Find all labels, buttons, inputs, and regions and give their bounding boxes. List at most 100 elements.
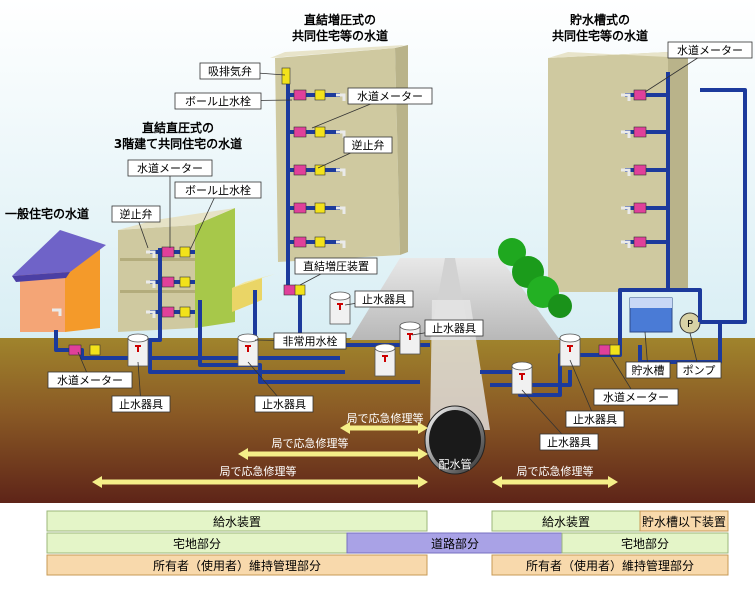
bar-road-text: 道路部分 — [431, 536, 479, 551]
pipe-segment — [54, 330, 340, 360]
meter-icon — [293, 236, 307, 248]
callout-stop-valve-3: 止水器具 — [111, 361, 171, 413]
repair-arrow-text: 局で応急修理等 — [347, 411, 424, 425]
callout-pump: ポンプ — [676, 332, 722, 379]
callout-meter-tank-bottom: 水道メーター — [593, 354, 679, 406]
faucet-icon — [146, 250, 156, 258]
bar-left-supply — [46, 510, 428, 532]
callout-emergency-hydrant: 非常用水栓 — [254, 332, 347, 350]
callout-water-tank: 貯水槽 — [625, 331, 671, 379]
callout-meter-house: 水道メーター — [47, 351, 133, 389]
meter-icon — [633, 164, 647, 176]
check-valve-icon — [314, 236, 326, 248]
meter-icon — [161, 306, 175, 318]
callout-labels: 吸排気弁ボール止水栓水道メーター逆止弁水道メーター水道メーターボール止水栓逆止弁… — [47, 41, 753, 451]
stop-valve-icon — [374, 343, 396, 377]
check-valve-icon — [314, 126, 326, 138]
faucet-icon — [621, 93, 631, 101]
callout-text: ポンプ — [683, 364, 716, 377]
faucet-icon — [52, 308, 62, 316]
check-valve-icon — [314, 202, 326, 214]
callout-stop-valve-1: 止水器具 — [344, 290, 414, 308]
air-valve-icon — [281, 67, 291, 85]
callout-text: 直結増圧装置 — [303, 259, 369, 273]
meter-icon — [161, 246, 175, 258]
stop-valve-icon — [559, 333, 581, 367]
callout-text: 止水器具 — [262, 398, 306, 411]
faucet-icon — [146, 280, 156, 288]
faucet-icon — [336, 206, 346, 214]
callout-text: 吸排気弁 — [208, 64, 252, 78]
repair-arrow: 局で応急修理等 — [238, 436, 428, 460]
repair-arrow: 局で応急修理等 — [92, 464, 428, 488]
callout-text: 逆止弁 — [120, 207, 153, 221]
bar-below-tank-text: 貯水槽以下装置 — [642, 515, 726, 529]
faucet-icon — [621, 206, 631, 214]
check-valve-icon — [89, 344, 101, 356]
faucet-icon — [621, 168, 631, 176]
main-pipe-label: 配水管 — [439, 457, 472, 471]
callout-booster-unit: 直結増圧装置 — [294, 257, 378, 286]
stop-valve-icon — [511, 361, 533, 395]
callout-stop-valve-5: 止水器具 — [565, 359, 625, 428]
callout-air-valve: 吸排気弁 — [199, 62, 286, 80]
pipes — [52, 67, 747, 397]
faucet-icon — [621, 240, 631, 248]
responsibility-bars: 給水装置 給水装置 貯水槽以下装置 宅地部分 道路部分 宅地部分 所有者（使用者… — [46, 510, 729, 576]
stop-valve-icon — [237, 333, 259, 367]
repair-arrow: 局で応急修理等 — [492, 464, 618, 488]
bar-below-tank — [639, 510, 729, 532]
bar-right-owner — [491, 554, 729, 576]
faucet-icon — [621, 130, 631, 138]
repair-arrows: 局で応急修理等局で応急修理等局で応急修理等局で応急修理等 — [92, 411, 618, 488]
title-booster-line1: 直結増圧式の — [304, 12, 376, 27]
check-valve-icon — [314, 89, 326, 101]
callout-text: 水道メーター — [57, 373, 123, 387]
stop-valve-icon — [329, 291, 351, 325]
meter-icon — [633, 202, 647, 214]
callout-text: 水道メーター — [137, 161, 203, 175]
faucet-icon — [336, 240, 346, 248]
check-valve-icon — [609, 344, 621, 356]
callout-stop-valve-4: 止水器具 — [247, 361, 314, 413]
callout-text: 水道メーター — [677, 43, 743, 57]
callout-text: 止水器具 — [119, 398, 163, 411]
callout-text: 止水器具 — [362, 293, 406, 306]
callout-check-valve-booster: 逆止弁 — [317, 136, 393, 169]
check-valve-icon — [179, 246, 191, 258]
tank-building — [548, 52, 688, 292]
meter-icon — [633, 236, 647, 248]
faucet-icon — [146, 310, 156, 318]
callout-text: 非常用水栓 — [283, 334, 338, 348]
title-tank-line2: 共同住宅等の水道 — [552, 28, 648, 43]
callout-text: ボール止水栓 — [185, 183, 251, 197]
title-tank-line1: 貯水槽式の — [570, 12, 630, 27]
pipe-segment — [148, 248, 345, 374]
title-booster-line2: 共同住宅等の水道 — [292, 28, 388, 43]
callout-ball-tap-2: ボール止水栓 — [174, 181, 262, 251]
faucet-icon — [336, 93, 346, 101]
pipe-segment — [700, 88, 747, 324]
callout-text: 止水器具 — [547, 436, 591, 449]
repair-arrow-text: 局で応急修理等 — [517, 464, 594, 478]
callout-meter-tank-top: 水道メーター — [644, 41, 753, 93]
faucet-icon — [336, 130, 346, 138]
callout-stop-valve-6: 止水器具 — [521, 389, 599, 451]
meter-icon — [598, 344, 612, 356]
meter-icon — [293, 164, 307, 176]
callout-text: 水道メーター — [603, 390, 669, 404]
callout-meter-booster: 水道メーター — [311, 87, 433, 129]
bar-left-owner-text: 所有者（使用者）維持管理部分 — [153, 558, 321, 573]
meter-icon — [633, 89, 647, 101]
repair-arrow-text: 局で応急修理等 — [220, 464, 297, 478]
title-direct-line2: 3階建て共同住宅の水道 — [114, 136, 242, 151]
booster-box — [232, 274, 275, 312]
title-house: 一般住宅の水道 — [5, 206, 89, 221]
faucet-icon — [336, 168, 346, 176]
bar-right-private-text: 宅地部分 — [621, 536, 669, 551]
meter-icon — [633, 126, 647, 138]
callout-meter-direct: 水道メーター — [127, 159, 213, 248]
bar-left-owner — [46, 554, 428, 576]
callout-stop-valve-2: 止水器具 — [411, 319, 484, 337]
